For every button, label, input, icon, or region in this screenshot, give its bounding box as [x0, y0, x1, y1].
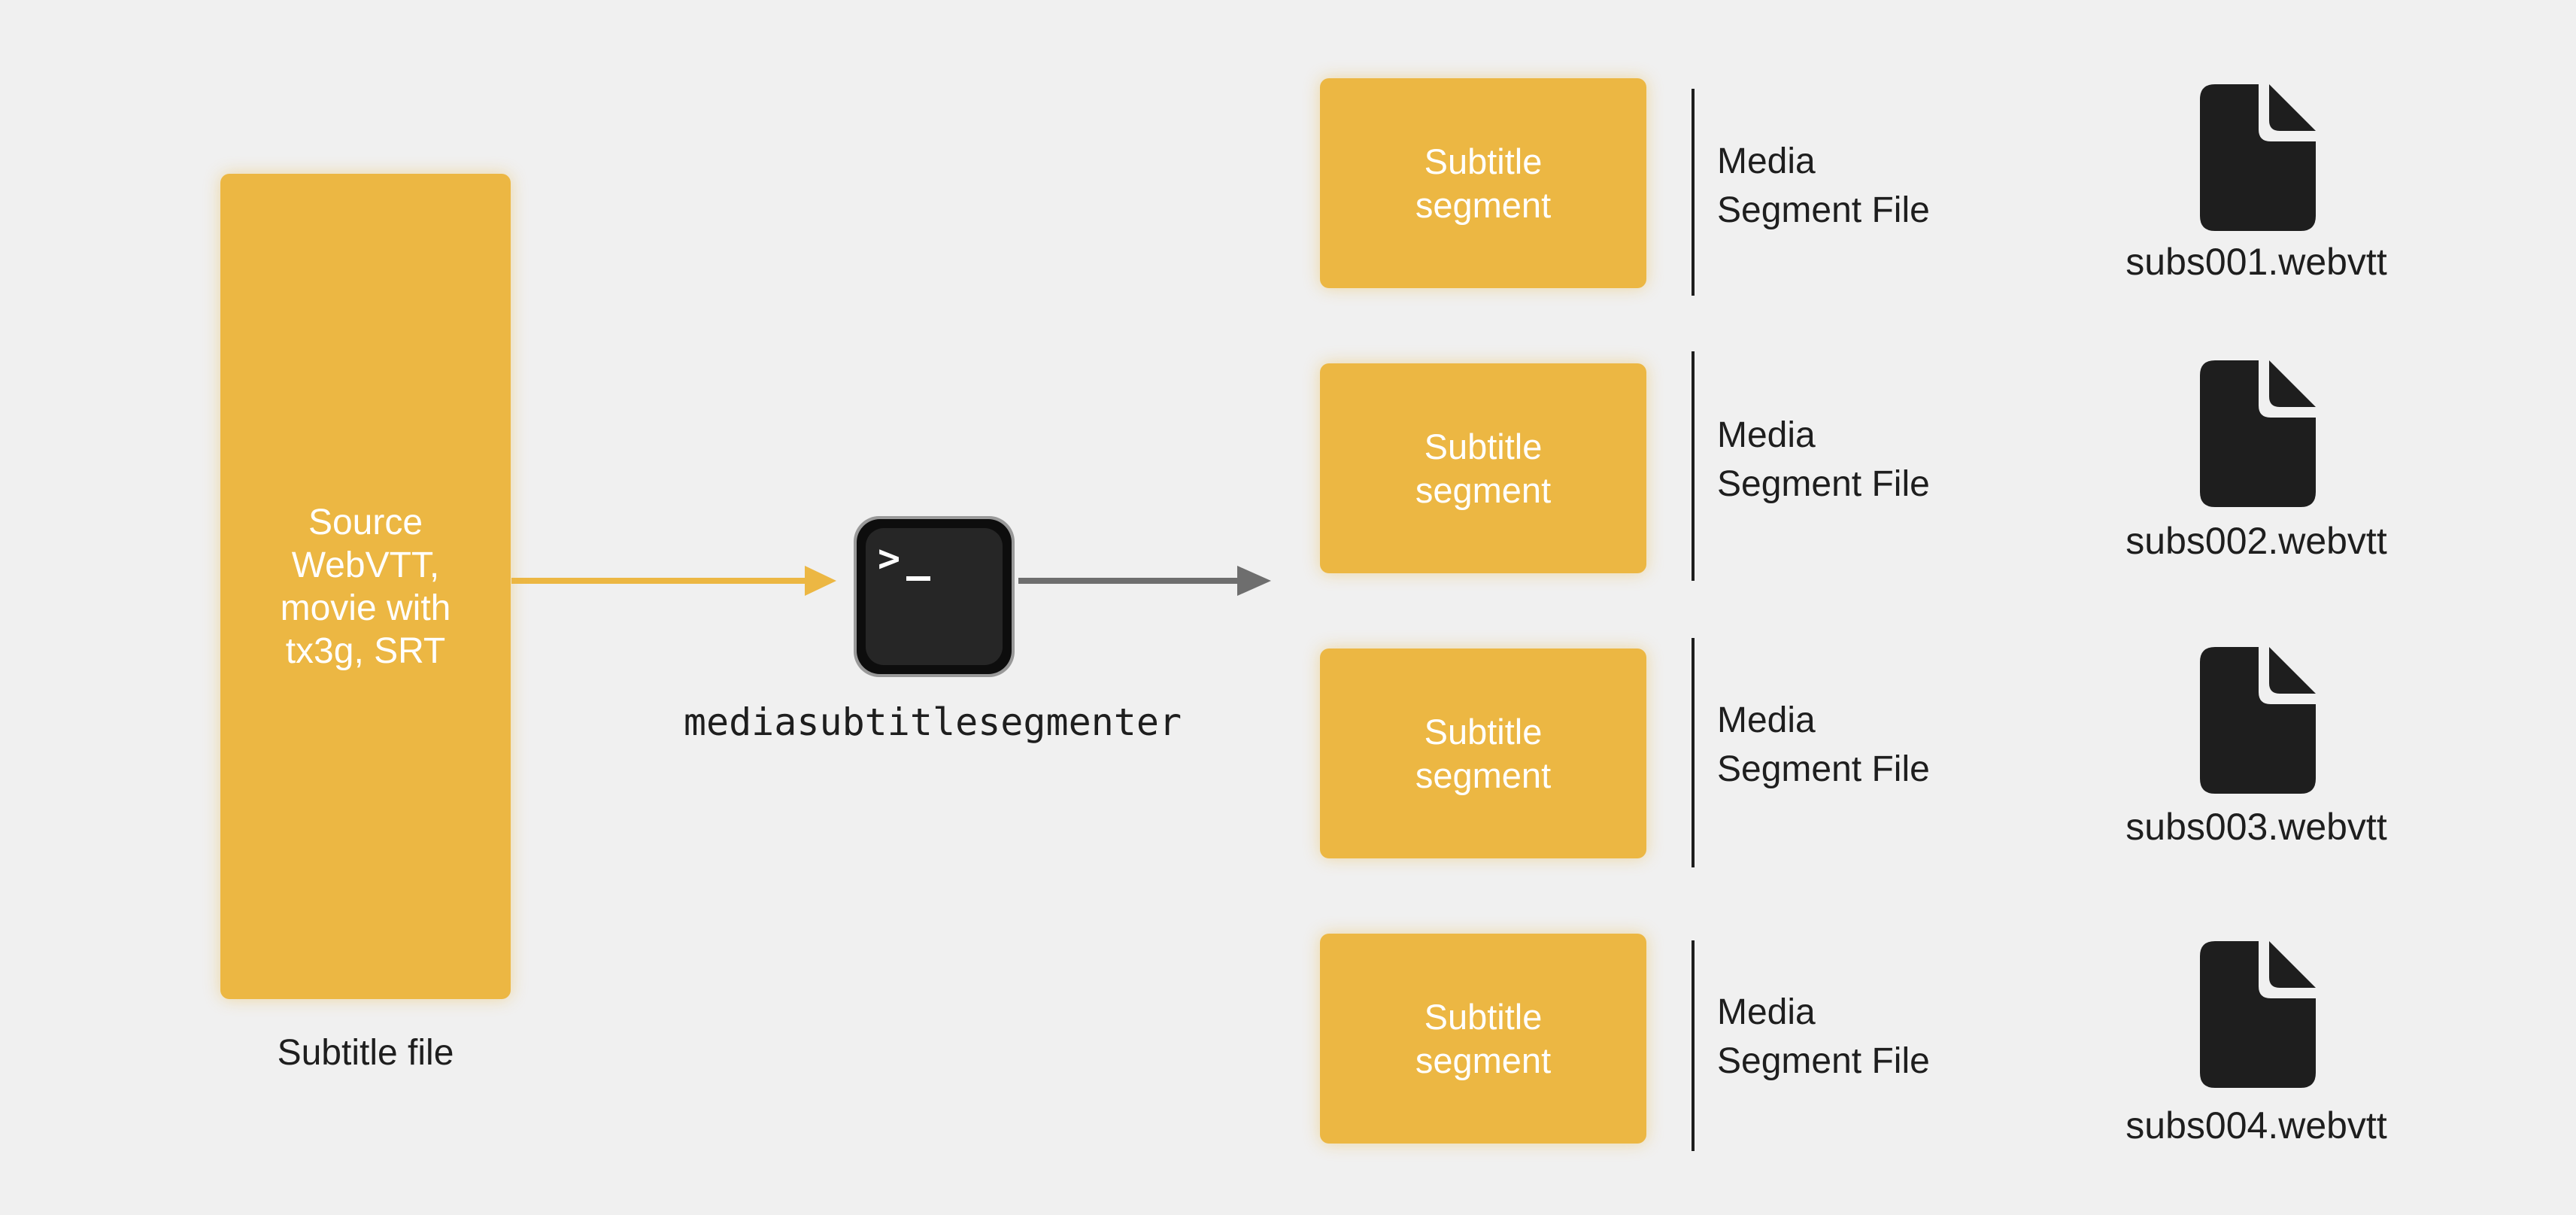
input-arrow-head	[805, 566, 836, 596]
tool-name: mediasubtitlesegmenter	[683, 700, 1182, 744]
file-name: subs004.webvtt	[2125, 1104, 2387, 1147]
source-subtitle-label: Source WebVTT, movie with tx3g, SRT	[280, 502, 451, 671]
svg-text:>: >	[878, 536, 900, 580]
segment-divider	[1692, 638, 1695, 867]
subtitle-segment-label: Subtitle segment	[1415, 996, 1552, 1080]
media-segment-file-label: Media Segment File	[1717, 141, 1930, 230]
document-icon	[2200, 84, 2316, 231]
media-segment-file-label: Media Segment File	[1717, 992, 1930, 1081]
segment-divider	[1692, 940, 1695, 1151]
segment-divider	[1692, 89, 1695, 296]
file-name: subs003.webvtt	[2125, 806, 2387, 848]
file-name: subs002.webvtt	[2125, 520, 2387, 562]
source-caption: Subtitle file	[277, 1033, 454, 1073]
subtitle-segment-box: Subtitle segment	[1320, 363, 1646, 573]
document-icon	[2200, 647, 2316, 794]
subtitle-segment-box: Subtitle segment	[1320, 934, 1646, 1144]
output-arrow-head	[1237, 566, 1271, 596]
document-icon	[2200, 941, 2316, 1088]
subtitle-segment-box: Subtitle segment	[1320, 78, 1646, 288]
terminal-icon: >	[854, 516, 1015, 677]
subtitle-segment-box: Subtitle segment	[1320, 649, 1646, 858]
media-segment-file-label: Media Segment File	[1717, 700, 1930, 789]
subtitle-segment-label: Subtitle segment	[1415, 426, 1552, 510]
media-segment-file-label: Media Segment File	[1717, 415, 1930, 504]
source-subtitle-box: Source WebVTT, movie with tx3g, SRT	[220, 174, 511, 999]
subtitle-segment-label: Subtitle segment	[1415, 141, 1552, 225]
segment-divider	[1692, 351, 1695, 581]
subtitle-segment-label: Subtitle segment	[1415, 711, 1552, 795]
document-icon	[2200, 360, 2316, 507]
file-name: subs001.webvtt	[2125, 241, 2387, 283]
